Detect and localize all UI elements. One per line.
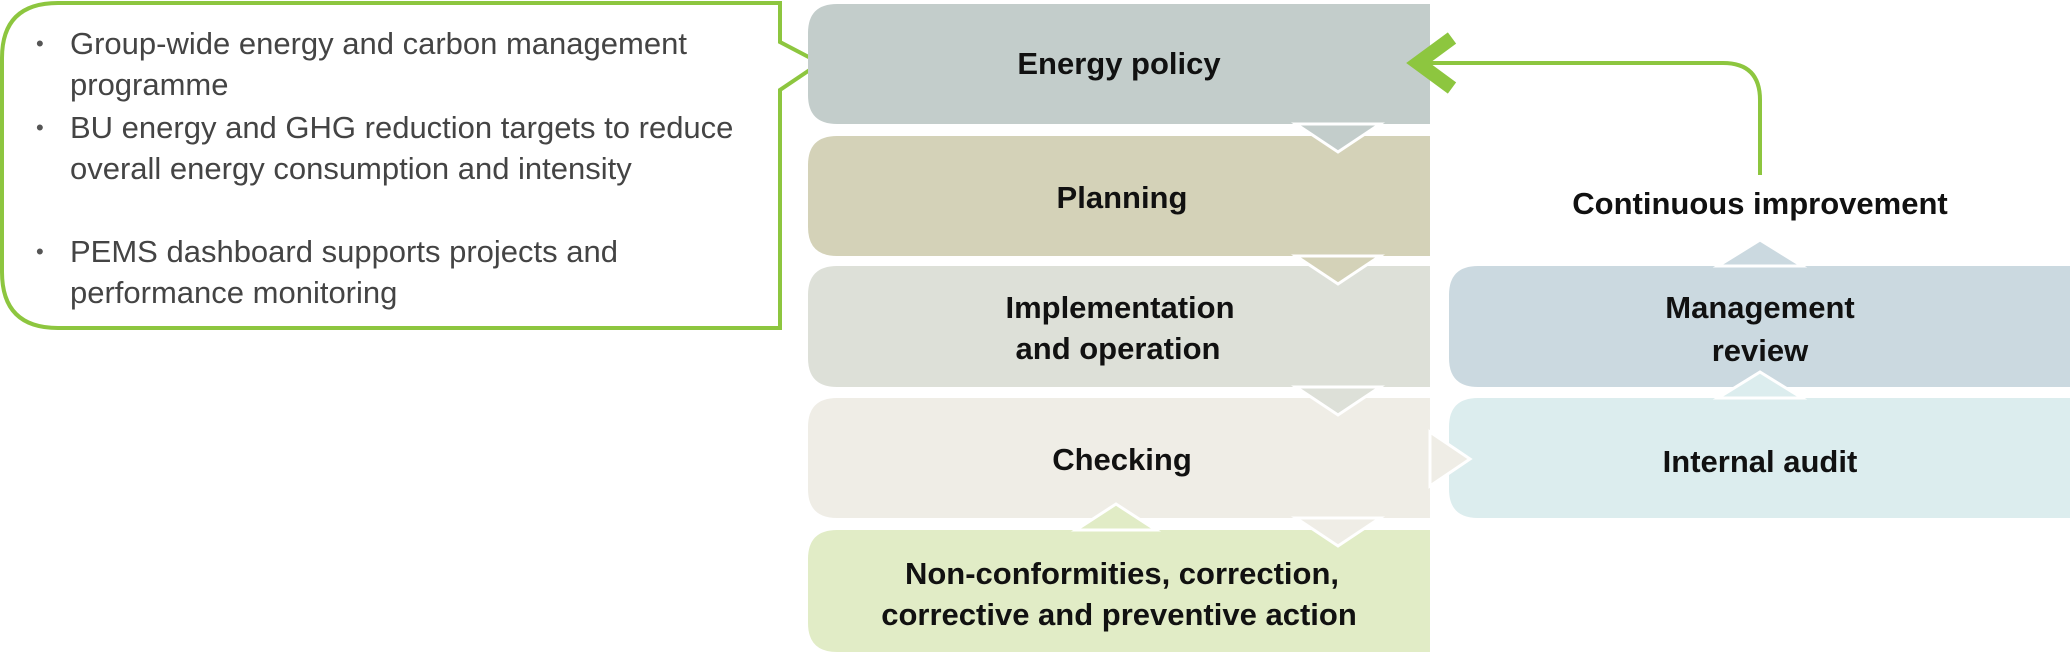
implementation-label-line1: Implementation [1005,290,1234,325]
checking-label: Checking [1052,442,1192,477]
nonconformities-label-line2: corrective and preventive action [881,597,1357,632]
bullet-icon: • [36,31,44,56]
callout-item-2-text: BU energy and GHG reduction targets to r… [70,110,734,186]
up-arrow-nonconf [1070,502,1162,532]
implementation-box [808,266,1430,387]
feedback-arrowhead [1406,32,1457,94]
callout-bubble [0,1,824,330]
up-arrow-audit [1712,370,1808,400]
management-review-label-line2: review [1712,333,1809,368]
nonconformities-box [808,530,1430,652]
energy-policy-box [808,4,1430,124]
planning-label: Planning [1057,180,1188,215]
management-review-box [1449,266,2070,387]
right-arrow-audit [1428,429,1473,489]
down-arrow-2 [1291,254,1385,286]
bullet-icon: • [36,239,44,264]
bullet-icon: • [36,115,44,140]
callout-item-3-text: PEMS dashboard supports projects and per… [70,234,618,310]
callout-item-2: • BU energy and GHG reduction targets to… [36,107,760,189]
checking-box [808,398,1430,518]
down-arrow-1 [1291,122,1385,154]
nonconformities-label-line1: Non-conformities, correction, [905,556,1339,591]
up-arrow-management [1712,238,1808,268]
implementation-label-line2: and operation [1016,331,1221,366]
callout-item-3: • PEMS dashboard supports projects and p… [36,231,760,313]
management-review-label-line1: Management [1665,290,1854,325]
continuous-improvement-label: Continuous improvement [1572,186,1947,221]
callout-item-1-text: Group-wide energy and carbon management … [70,26,687,102]
planning-box [808,136,1430,256]
down-arrow-4 [1291,516,1385,548]
feedback-arrow-line [1418,61,1762,175]
down-arrow-3 [1291,385,1385,417]
internal-audit-label: Internal audit [1663,444,1858,479]
energy-policy-label: Energy policy [1017,46,1221,81]
internal-audit-box [1449,398,2070,518]
callout-item-1: • Group-wide energy and carbon managemen… [36,23,760,105]
